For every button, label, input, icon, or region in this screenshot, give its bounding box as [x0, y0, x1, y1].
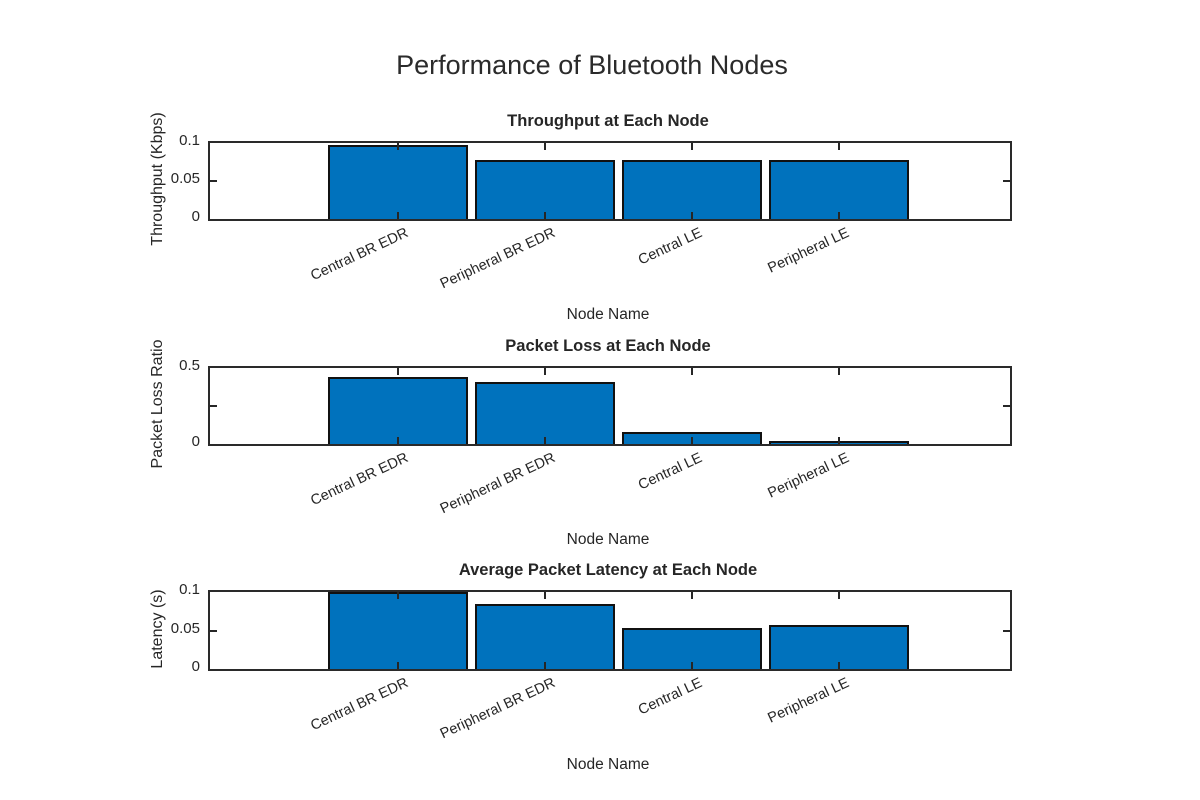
x-tick — [544, 368, 546, 375]
bar-central-le — [622, 432, 762, 444]
y-axis-label-packet-loss: Packet Loss Ratio — [149, 339, 166, 469]
bar-peripheral-br-edr — [475, 604, 615, 669]
y-tick — [1003, 180, 1010, 182]
x-tick — [691, 212, 693, 219]
bar-peripheral-br-edr — [475, 382, 615, 444]
x-tick-label-central-le: Central LE — [635, 450, 705, 494]
bar-peripheral-br-edr — [475, 160, 615, 219]
plot-area-throughput — [208, 141, 1012, 221]
x-tick — [397, 592, 399, 599]
y-tick-label: 0.5 — [179, 357, 200, 374]
x-tick — [838, 592, 840, 599]
x-tick-label-peripheral-br-edr: Peripheral BR EDR — [437, 225, 558, 293]
y-tick-label: 0.1 — [179, 581, 200, 598]
x-tick-label-peripheral-br-edr: Peripheral BR EDR — [437, 450, 558, 518]
x-tick — [838, 212, 840, 219]
plot-area-packet-loss — [208, 366, 1012, 446]
x-axis-label-latency: Node Name — [566, 756, 650, 773]
x-tick-label-peripheral-br-edr: Peripheral BR EDR — [437, 675, 558, 743]
x-tick-label-central-le: Central LE — [635, 225, 705, 269]
x-tick-label-central-br-edr: Central BR EDR — [308, 450, 411, 510]
x-tick-label-central-le: Central LE — [635, 675, 705, 719]
y-tick — [1003, 630, 1010, 632]
y-tick — [210, 405, 217, 407]
x-tick — [397, 368, 399, 375]
x-tick — [838, 368, 840, 375]
x-axis-label-throughput: Node Name — [566, 306, 650, 323]
x-tick — [544, 143, 546, 150]
y-tick-label: 0 — [191, 433, 200, 450]
bar-central-br-edr — [328, 592, 468, 669]
x-tick — [691, 143, 693, 150]
bar-peripheral-le — [769, 625, 909, 669]
subplot-title-latency: Average Packet Latency at Each Node — [458, 561, 758, 579]
x-tick — [544, 212, 546, 219]
y-tick-label: 0.1 — [179, 132, 200, 149]
x-tick-label-central-br-edr: Central BR EDR — [308, 675, 411, 735]
y-tick-label: 0.05 — [170, 170, 200, 187]
x-tick-label-central-br-edr: Central BR EDR — [308, 225, 411, 285]
bar-central-br-edr — [328, 377, 468, 444]
x-tick — [691, 592, 693, 599]
x-tick — [397, 143, 399, 150]
y-tick-label: 0 — [191, 208, 200, 225]
bar-peripheral-le — [769, 441, 909, 444]
plot-area-latency — [208, 590, 1012, 671]
x-tick-label-peripheral-le: Peripheral LE — [765, 225, 852, 277]
x-tick — [397, 662, 399, 669]
figure-title: Performance of Bluetooth Nodes — [396, 50, 788, 80]
y-tick-label: 0 — [191, 658, 200, 675]
x-tick — [838, 662, 840, 669]
x-tick — [397, 212, 399, 219]
x-tick-label-peripheral-le: Peripheral LE — [765, 450, 852, 502]
x-tick — [397, 437, 399, 444]
bar-central-le — [622, 628, 762, 669]
x-tick — [544, 662, 546, 669]
x-tick — [691, 437, 693, 444]
x-tick — [544, 592, 546, 599]
x-axis-label-packet-loss: Node Name — [566, 531, 650, 548]
y-tick-label: 0.05 — [170, 620, 200, 637]
x-tick — [838, 437, 840, 444]
x-tick — [544, 437, 546, 444]
y-tick — [210, 630, 217, 632]
x-tick — [691, 662, 693, 669]
bar-central-le — [622, 160, 762, 219]
x-tick — [838, 143, 840, 150]
bar-central-br-edr — [328, 145, 468, 219]
y-tick — [210, 180, 217, 182]
subplot-title-packet-loss: Packet Loss at Each Node — [505, 337, 711, 355]
subplot-title-throughput: Throughput at Each Node — [507, 112, 709, 130]
y-axis-label-throughput: Throughput (Kbps) — [149, 112, 166, 246]
y-axis-label-latency: Latency (s) — [149, 588, 166, 669]
y-tick — [1003, 405, 1010, 407]
x-tick-label-peripheral-le: Peripheral LE — [765, 675, 852, 727]
x-tick — [691, 368, 693, 375]
bar-peripheral-le — [769, 160, 909, 219]
